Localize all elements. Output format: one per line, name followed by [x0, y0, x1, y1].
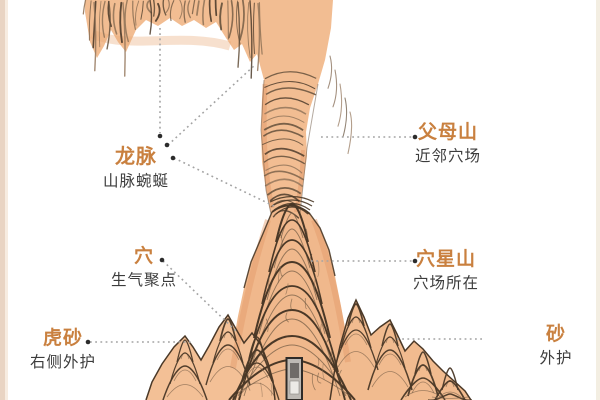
label-xue: 穴 生气聚点 — [109, 246, 179, 290]
label-title: 穴 — [133, 246, 154, 267]
label-subtitle: 穴场所在 — [412, 274, 479, 292]
label-husha: 虎砂 右侧外护 — [27, 328, 99, 372]
left-border-strip — [0, 0, 8, 400]
label-subtitle: 山脉蜿蜒 — [102, 173, 169, 190]
label-title: 父母山 — [417, 122, 478, 143]
label-title: 穴星山 — [415, 249, 476, 270]
label-sha: 砂 外护 — [520, 324, 592, 368]
label-longmai: 龙脉 山脉蜿蜒 — [100, 146, 172, 191]
label-subtitle: 近邻穴场 — [414, 147, 481, 165]
right-border-strip — [596, 0, 600, 400]
label-fumushan: 父母山 近邻穴场 — [411, 122, 485, 166]
label-subtitle: 右侧外护 — [29, 353, 96, 371]
label-title: 虎砂 — [42, 328, 83, 349]
label-subtitle: 外护 — [539, 349, 573, 367]
label-title: 砂 — [545, 324, 566, 345]
label-xuexingshan: 穴星山 穴场所在 — [409, 249, 483, 293]
label-subtitle: 生气聚点 — [110, 271, 177, 289]
label-title: 龙脉 — [115, 146, 157, 168]
